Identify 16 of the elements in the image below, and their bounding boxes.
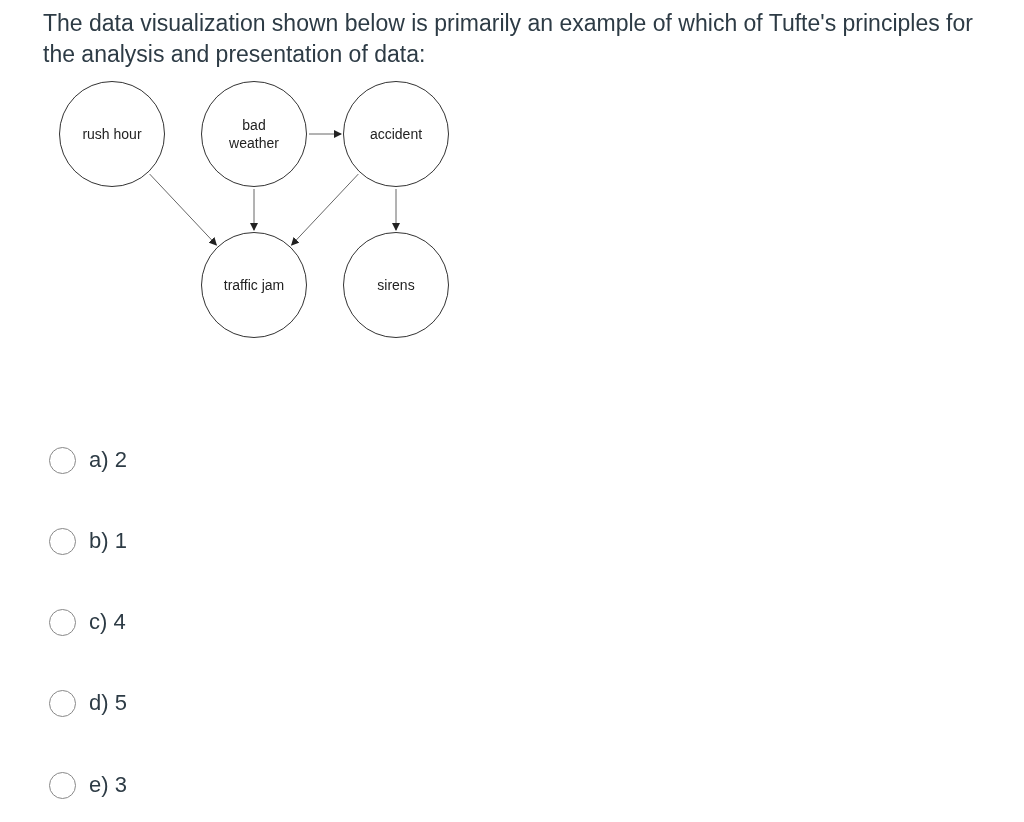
answer-option: b) 1 <box>89 527 127 555</box>
arrow <box>308 130 342 138</box>
arrow <box>392 188 400 231</box>
arrow <box>250 188 258 231</box>
answer-option: a) 2 <box>89 446 127 474</box>
node-label: rush hour <box>81 125 143 143</box>
node-label: traffic jam <box>222 276 286 294</box>
answer-option: c) 4 <box>89 608 126 636</box>
question-text: The data visualization shown below is primarily an example of which of Tufte's principles for the analysis and presentation of data: <box>43 9 973 69</box>
arrow <box>291 173 359 246</box>
node-label: sirens <box>376 276 416 294</box>
answer-option: e) 3 <box>89 771 127 799</box>
node-label: accident <box>368 125 424 143</box>
answer-option: d) 5 <box>89 689 127 717</box>
node-label: bad weather <box>228 116 280 152</box>
arrow <box>149 173 217 246</box>
